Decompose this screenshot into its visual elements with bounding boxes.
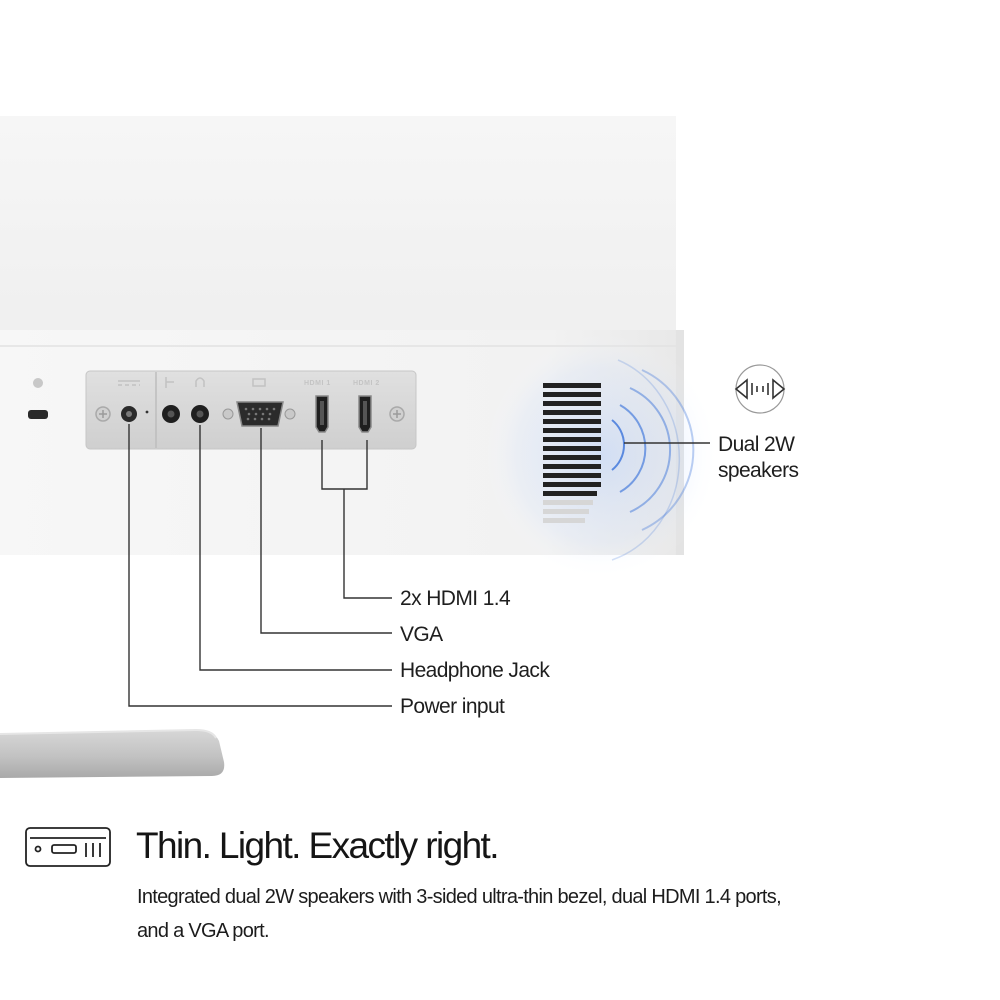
- feature-description: Integrated dual 2W speakers with 3-sided…: [137, 886, 782, 942]
- speaker-grille-slot: [543, 428, 601, 433]
- speaker-grille-slot: [543, 482, 601, 487]
- port-callout-lines: [128, 424, 392, 707]
- speaker-grille-slot: [543, 518, 585, 523]
- power-callout-label: Power input: [400, 695, 505, 718]
- sound-waves: [611, 359, 695, 561]
- hdmi-callout-label: 2x HDMI 1.4: [400, 587, 511, 610]
- speaker-grille-slot: [543, 464, 601, 469]
- speaker-sound-icon: [734, 364, 786, 414]
- vga-callout-label: VGA: [400, 623, 443, 646]
- headphone-icon: [195, 377, 205, 387]
- headphone-port: [191, 377, 209, 423]
- speaker-grille-slot: [543, 491, 597, 496]
- kensington-slot: [28, 410, 48, 419]
- speakers-label-line1: Dual 2W: [718, 433, 795, 456]
- hdmi2-port: [358, 395, 372, 433]
- speaker-grille: [543, 383, 601, 523]
- hdmi1-port: [315, 395, 329, 433]
- hdmi2-port-label: HDMI 2: [353, 380, 380, 387]
- speaker-grille-slot: [543, 383, 601, 388]
- monitor-ports-icon: [25, 827, 111, 867]
- speaker-grille-slot: [543, 509, 589, 514]
- vga-symbol-icon: [252, 378, 266, 387]
- dc-symbol-icon: [118, 380, 140, 386]
- monitor-stand-base: [0, 730, 225, 778]
- power-port: [118, 380, 149, 422]
- speaker-grille-slot: [543, 419, 601, 424]
- speaker-grille-slot: [543, 401, 601, 406]
- speakers-label-line2: speakers: [718, 459, 799, 483]
- headphone-callout-label: Headphone Jack: [400, 659, 550, 682]
- screw-left-icon: [95, 406, 111, 422]
- monitor-back: [0, 116, 676, 346]
- power-button-icon: [33, 378, 43, 388]
- speaker-grille-slot: [543, 455, 601, 460]
- vga-port: [222, 378, 296, 427]
- screw-right-icon: [389, 406, 405, 422]
- speaker-grille-slot: [543, 473, 601, 478]
- speaker-grille-slot: [543, 500, 593, 505]
- hdmi1-port-label: HDMI 1: [304, 380, 331, 387]
- speaker-grille-slot: [543, 437, 601, 442]
- speaker-grille-slot: [543, 446, 601, 451]
- feature-headline: Thin. Light. Exactly right.: [136, 825, 500, 866]
- speaker-grille-slot: [543, 392, 601, 397]
- speakers-label: Dual 2W speakers: [718, 432, 828, 485]
- speaker-grille-slot: [543, 410, 601, 415]
- audio-in-port: [162, 377, 180, 423]
- audio-in-icon: [165, 377, 174, 388]
